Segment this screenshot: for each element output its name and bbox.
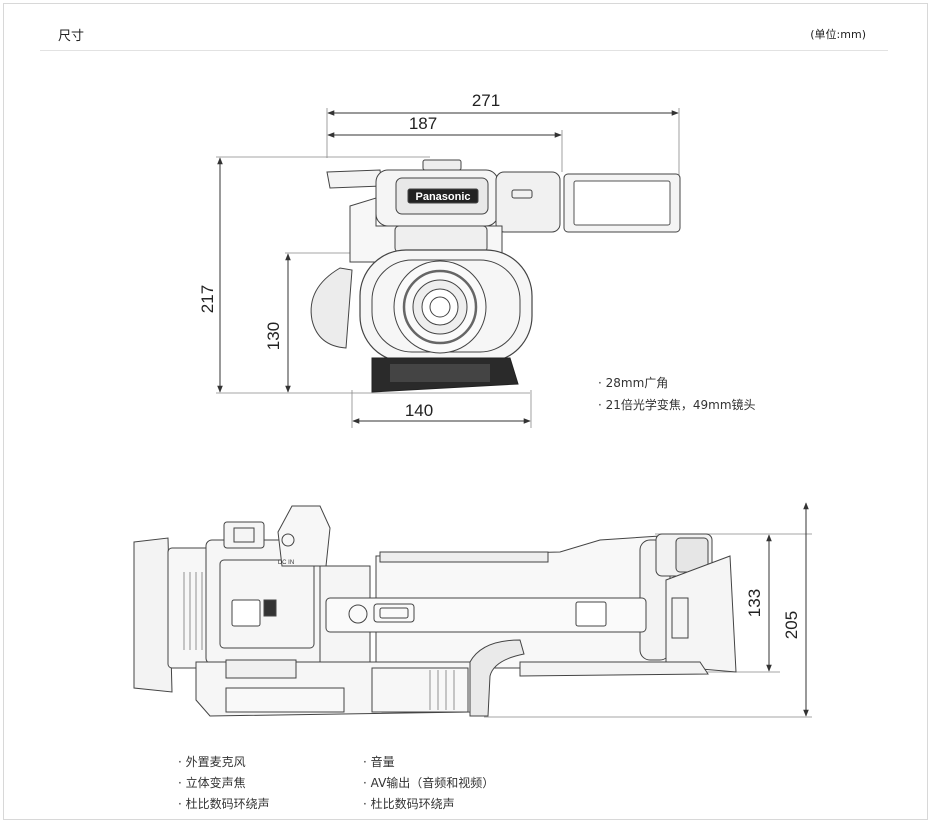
unit-label: (单位:mm) <box>810 28 866 41</box>
dim-133: 133 <box>745 589 764 617</box>
dim-187: 187 <box>409 114 437 133</box>
front-features-list: 28mm广角 21倍光学变焦，49mm镜头 <box>598 372 756 416</box>
feature-item: 28mm广角 <box>598 372 756 394</box>
feature-item: 外置麦克风 <box>178 752 270 773</box>
dim-271: 271 <box>472 91 500 110</box>
dc-in-label: DC IN <box>278 560 294 566</box>
section-title: 尺寸 <box>58 29 85 44</box>
dim-205: 205 <box>782 611 801 639</box>
feature-item: AV输出（音频和视频） <box>363 773 495 794</box>
feature-item: 杜比数码环绕声 <box>363 794 494 815</box>
side-features-list-right: 音量 AV输出（音频和视频） 杜比数码环绕声 <box>363 752 495 815</box>
dim-130: 130 <box>264 322 283 350</box>
side-view-drawing <box>133 502 812 718</box>
feature-item: 21倍光学变焦，49mm镜头 <box>598 394 756 416</box>
header-divider <box>40 50 888 51</box>
feature-item: 音量 <box>363 752 494 773</box>
feature-item: 杜比数码环绕声 <box>178 794 270 815</box>
front-view-drawing <box>216 108 681 428</box>
dim-217: 217 <box>198 285 217 313</box>
feature-item: 立体变声焦 <box>178 773 270 794</box>
side-features-list-left: 外置麦克风 立体变声焦 杜比数码环绕声 <box>178 752 270 815</box>
page-frame <box>3 3 928 820</box>
brand-logo: Panasonic <box>415 191 470 203</box>
dim-140: 140 <box>405 401 433 420</box>
